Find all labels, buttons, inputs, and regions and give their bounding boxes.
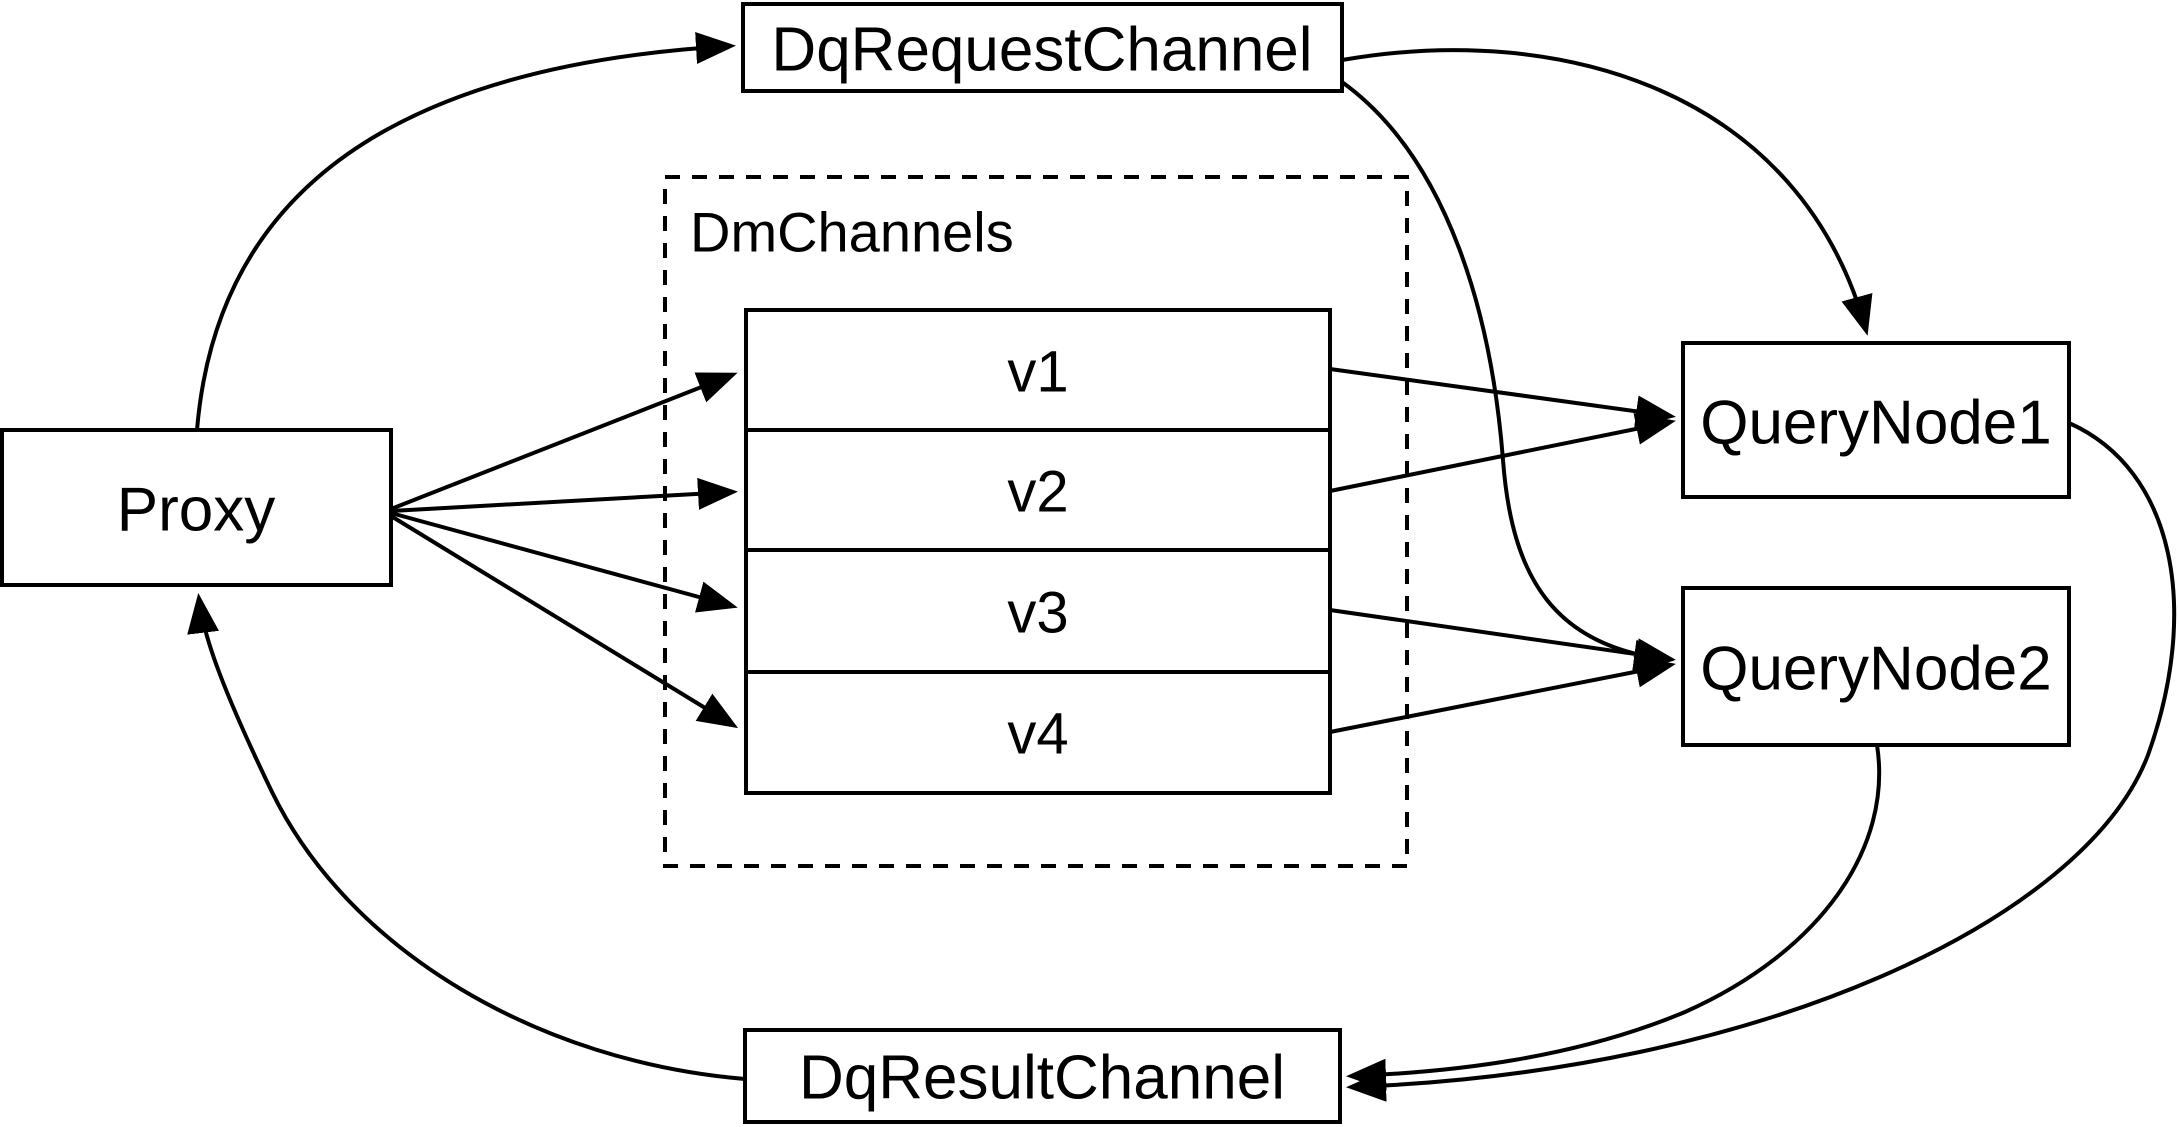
edge-dqrequestchannel-to-querynode1 bbox=[1341, 48, 1873, 336]
edge-v1-to-querynode1 bbox=[1329, 367, 1676, 428]
edge-proxy-to-v3 bbox=[390, 511, 738, 613]
edge-proxy-to-v4 bbox=[389, 514, 739, 729]
query-node1-box bbox=[1681, 341, 2071, 499]
edge-v2-to-querynode1 bbox=[1329, 413, 1676, 493]
channel-row-v2-label: v2 bbox=[1007, 460, 1068, 525]
edge-proxy-to-v2 bbox=[390, 477, 738, 513]
query-node2-label: QueryNode2 bbox=[1700, 635, 2052, 704]
dq-result-channel-node-box bbox=[743, 1028, 1342, 1124]
proxy-node-box bbox=[0, 428, 393, 587]
dq-request-channel-node-box bbox=[741, 2, 1344, 93]
edge-v3-to-querynode2 bbox=[1329, 608, 1676, 670]
edge-v4-to-querynode2 bbox=[1329, 655, 1676, 734]
dq-request-channel-node-label: DqRequestChannel bbox=[771, 16, 1312, 85]
edge-layer bbox=[187, 32, 2177, 1102]
edge-querynode1-to-dqresultchannel bbox=[1346, 421, 2177, 1102]
edge-proxy-to-v1 bbox=[390, 372, 738, 511]
edge-querynode2-to-dqresultchannel bbox=[1346, 744, 1882, 1091]
dm-channels-group-box bbox=[663, 175, 1409, 868]
edge-dqresultchannel-to-proxy bbox=[187, 593, 746, 1081]
query-node1-label: QueryNode1 bbox=[1700, 389, 2052, 458]
dq-result-channel-node-label: DqResultChannel bbox=[799, 1044, 1285, 1113]
node-layer: DmChannels Proxy DqRequestChannel v1 v2 … bbox=[0, 2, 2071, 1124]
channel-row-v4-label: v4 bbox=[1007, 702, 1068, 767]
edge-dqrequestchannel-to-querynode2 bbox=[1340, 80, 1674, 672]
proxy-node-label: Proxy bbox=[117, 476, 275, 545]
edge-proxy-to-dqrequestchannel bbox=[195, 32, 736, 431]
dm-channels-group-label: DmChannels bbox=[690, 201, 1014, 264]
channel-row-v3-label: v3 bbox=[1007, 581, 1068, 646]
query-node2-box bbox=[1681, 586, 2071, 747]
channel-row-v1-label: v1 bbox=[1007, 340, 1068, 405]
